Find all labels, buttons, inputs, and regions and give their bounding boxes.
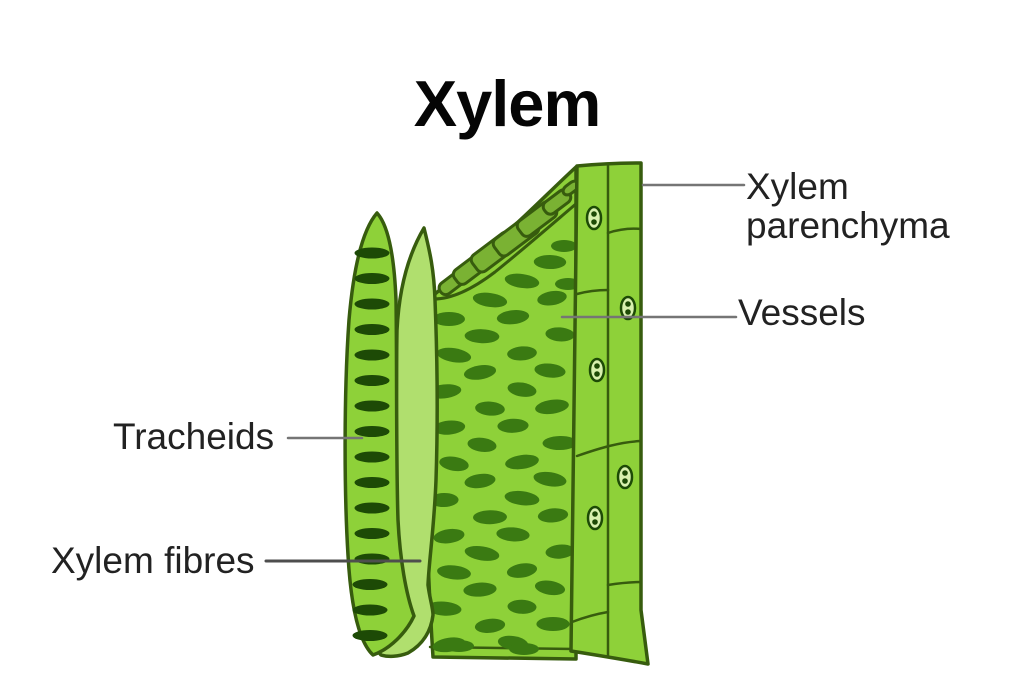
parenchyma-nucleus-dot	[622, 470, 628, 476]
scalariform-thickening-band	[437, 179, 581, 297]
vessel-wedge-inner-curve	[432, 201, 579, 301]
vessel-pit	[535, 399, 569, 415]
vessel-pit	[509, 643, 539, 655]
tracheid-pit	[354, 349, 390, 361]
vessel-pit	[545, 544, 575, 559]
vessel-pit	[437, 565, 471, 580]
parenchyma-nucleus-dot	[594, 363, 600, 369]
vessel-pit	[505, 454, 539, 470]
tracheid-pit	[352, 630, 388, 641]
tracheid-pit	[354, 324, 390, 335]
parenchyma-nucleus	[588, 357, 606, 383]
vessel-pit	[537, 508, 569, 523]
vessel-pit	[551, 240, 577, 252]
tracheid-pit	[354, 400, 390, 412]
parenchyma-nucleus	[616, 464, 634, 490]
parenchyma-column-shape	[569, 161, 650, 666]
tracheid-pit	[352, 579, 388, 590]
parenchyma-wall	[606, 580, 643, 587]
parenchyma-nucleus	[619, 295, 637, 321]
vessel-pit	[534, 363, 566, 378]
label-xylem-parenchyma: Xylem parenchyma	[746, 166, 950, 246]
vessel-pit	[433, 312, 465, 326]
tracheid-pit	[354, 528, 390, 539]
parenchyma-cell-walls	[570, 162, 643, 658]
parenchyma-wall	[570, 610, 610, 624]
vessel-pit	[463, 365, 497, 380]
vessel-pit	[464, 473, 496, 489]
vessel-pit	[506, 563, 538, 578]
vessel-pit	[432, 420, 466, 435]
vessel-pit	[464, 545, 500, 561]
vessel-pit	[507, 599, 537, 614]
vessel-pit	[536, 617, 570, 631]
vessel-pit	[467, 437, 497, 452]
vessel-pit	[537, 290, 567, 306]
vessel-pit	[444, 640, 474, 652]
tracheid-pit	[352, 604, 388, 616]
tracheid-pit	[354, 298, 390, 310]
tracheid-pits-group	[352, 247, 390, 641]
vessel-pit	[545, 327, 575, 342]
vessel-pit	[473, 510, 507, 525]
tracheid-pit	[354, 273, 390, 284]
tracheid-pit	[354, 375, 390, 386]
vessel-pit	[534, 580, 566, 596]
vessel-pit	[474, 618, 506, 633]
tracheid-pit	[354, 451, 390, 463]
parenchyma-nucleus	[586, 505, 604, 531]
vessel-pit	[504, 273, 540, 289]
parenchyma-nucleus-dot	[622, 478, 628, 484]
vessel-pit	[507, 382, 537, 397]
parenchyma-nucleus-dot	[591, 211, 597, 217]
vessel-pit	[496, 310, 530, 325]
parenchyma-wall	[606, 227, 643, 235]
parenchyma-wall	[575, 439, 643, 458]
vessel-pit	[533, 471, 567, 487]
page-title: Xylem	[413, 67, 602, 140]
parenchyma-nuclei-group	[585, 205, 637, 531]
vessel-pit	[507, 346, 537, 361]
parenchyma-nucleus-dot	[625, 301, 631, 307]
vessel-pit	[542, 435, 578, 451]
vessel-pit	[464, 329, 500, 344]
vessel-pit	[433, 528, 465, 544]
vessel-pit	[472, 292, 508, 308]
parenchyma-nucleus-dot	[592, 519, 598, 525]
parenchyma-nucleus-dot	[594, 371, 600, 377]
tracheid-pit	[354, 426, 390, 437]
parenchyma-nucleus-dot	[591, 219, 597, 225]
vessel-pit	[463, 582, 497, 597]
label-vessels: Vessels	[738, 292, 866, 333]
tracheid-pit	[354, 553, 390, 565]
vessel-pit	[436, 347, 472, 363]
vessel-pit	[504, 490, 540, 506]
tracheid-pit	[354, 477, 390, 488]
parenchyma-nucleus	[585, 205, 603, 231]
label-xylem-fibres: Xylem fibres	[51, 540, 255, 581]
tracheid-pit	[354, 247, 390, 259]
parenchyma-nucleus-dot	[625, 309, 631, 315]
parenchyma-wall	[575, 288, 610, 296]
vessel-pit	[426, 601, 462, 616]
vessel-pit	[475, 401, 505, 416]
vessel-pit	[496, 527, 530, 542]
tracheid-pit	[354, 502, 390, 514]
vessel-pit	[439, 456, 469, 472]
vessel-pit	[533, 254, 567, 270]
label-tracheids: Tracheids	[113, 416, 275, 457]
parenchyma-nucleus-dot	[592, 511, 598, 517]
vessel-pit	[497, 418, 529, 433]
